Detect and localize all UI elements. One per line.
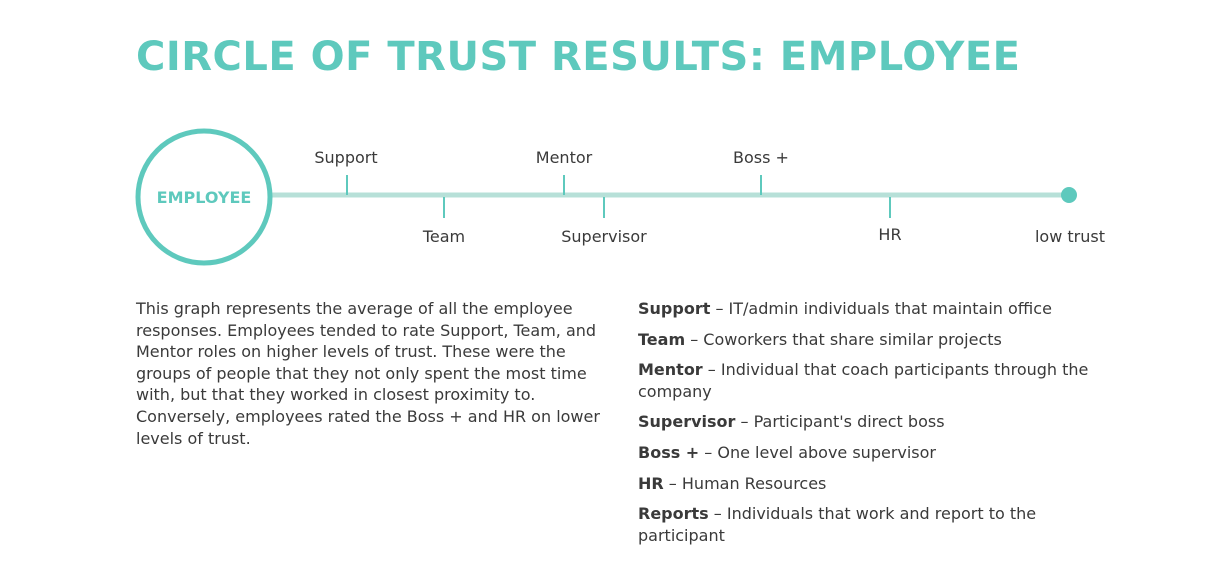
definition-desc: – Human Resources — [663, 473, 827, 493]
trust-diagram: EMPLOYEE low trust Support Team Mentor S… — [135, 128, 1105, 266]
employee-label: EMPLOYEE — [157, 188, 252, 207]
definition-term: Supervisor — [638, 412, 736, 432]
definition-desc: – Individuals that work and report to th… — [638, 504, 1037, 545]
definition-item: Reports – Individuals that work and repo… — [638, 503, 1108, 546]
definition-item: Supervisor – Participant's direct boss — [638, 411, 1108, 433]
employee-circle — [135, 128, 273, 266]
description-paragraph: This graph represents the average of all… — [136, 299, 600, 448]
page-title: CIRCLE OF TRUST RESULTS: EMPLOYEE — [136, 34, 1021, 80]
marker-team-label: Team — [422, 227, 465, 246]
definition-term: Team — [638, 329, 686, 349]
definitions-list: Support – IT/admin individuals that main… — [638, 298, 1108, 555]
definition-term: Reports — [638, 504, 709, 524]
marker-supervisor-label: Supervisor — [561, 227, 647, 246]
marker-boss-label: Boss + — [733, 148, 789, 167]
definition-term: Boss + — [638, 442, 700, 462]
low-trust-dot — [1061, 187, 1077, 203]
definition-item: Support – IT/admin individuals that main… — [638, 298, 1108, 320]
marker-mentor-label: Mentor — [536, 148, 593, 167]
definition-term: Mentor — [638, 360, 703, 380]
definition-item: HR – Human Resources — [638, 473, 1108, 495]
definition-desc: – Participant's direct boss — [735, 412, 945, 432]
definition-desc: – Individual that coach participants thr… — [638, 360, 1089, 401]
definition-desc: – IT/admin individuals that maintain off… — [710, 299, 1052, 318]
definition-item: Boss + – One level above supervisor — [638, 442, 1108, 464]
definition-desc: – Coworkers that share similar projects — [685, 329, 1002, 349]
marker-hr-label: HR — [878, 225, 901, 244]
low-trust-label: low trust — [1035, 227, 1105, 246]
definition-term: Support — [638, 299, 711, 318]
definition-term: HR — [638, 473, 664, 493]
marker-support-label: Support — [314, 148, 377, 167]
definition-item: Team – Coworkers that share similar proj… — [638, 329, 1108, 351]
definition-desc: – One level above supervisor — [699, 442, 937, 462]
definition-item: Mentor – Individual that coach participa… — [638, 359, 1108, 402]
